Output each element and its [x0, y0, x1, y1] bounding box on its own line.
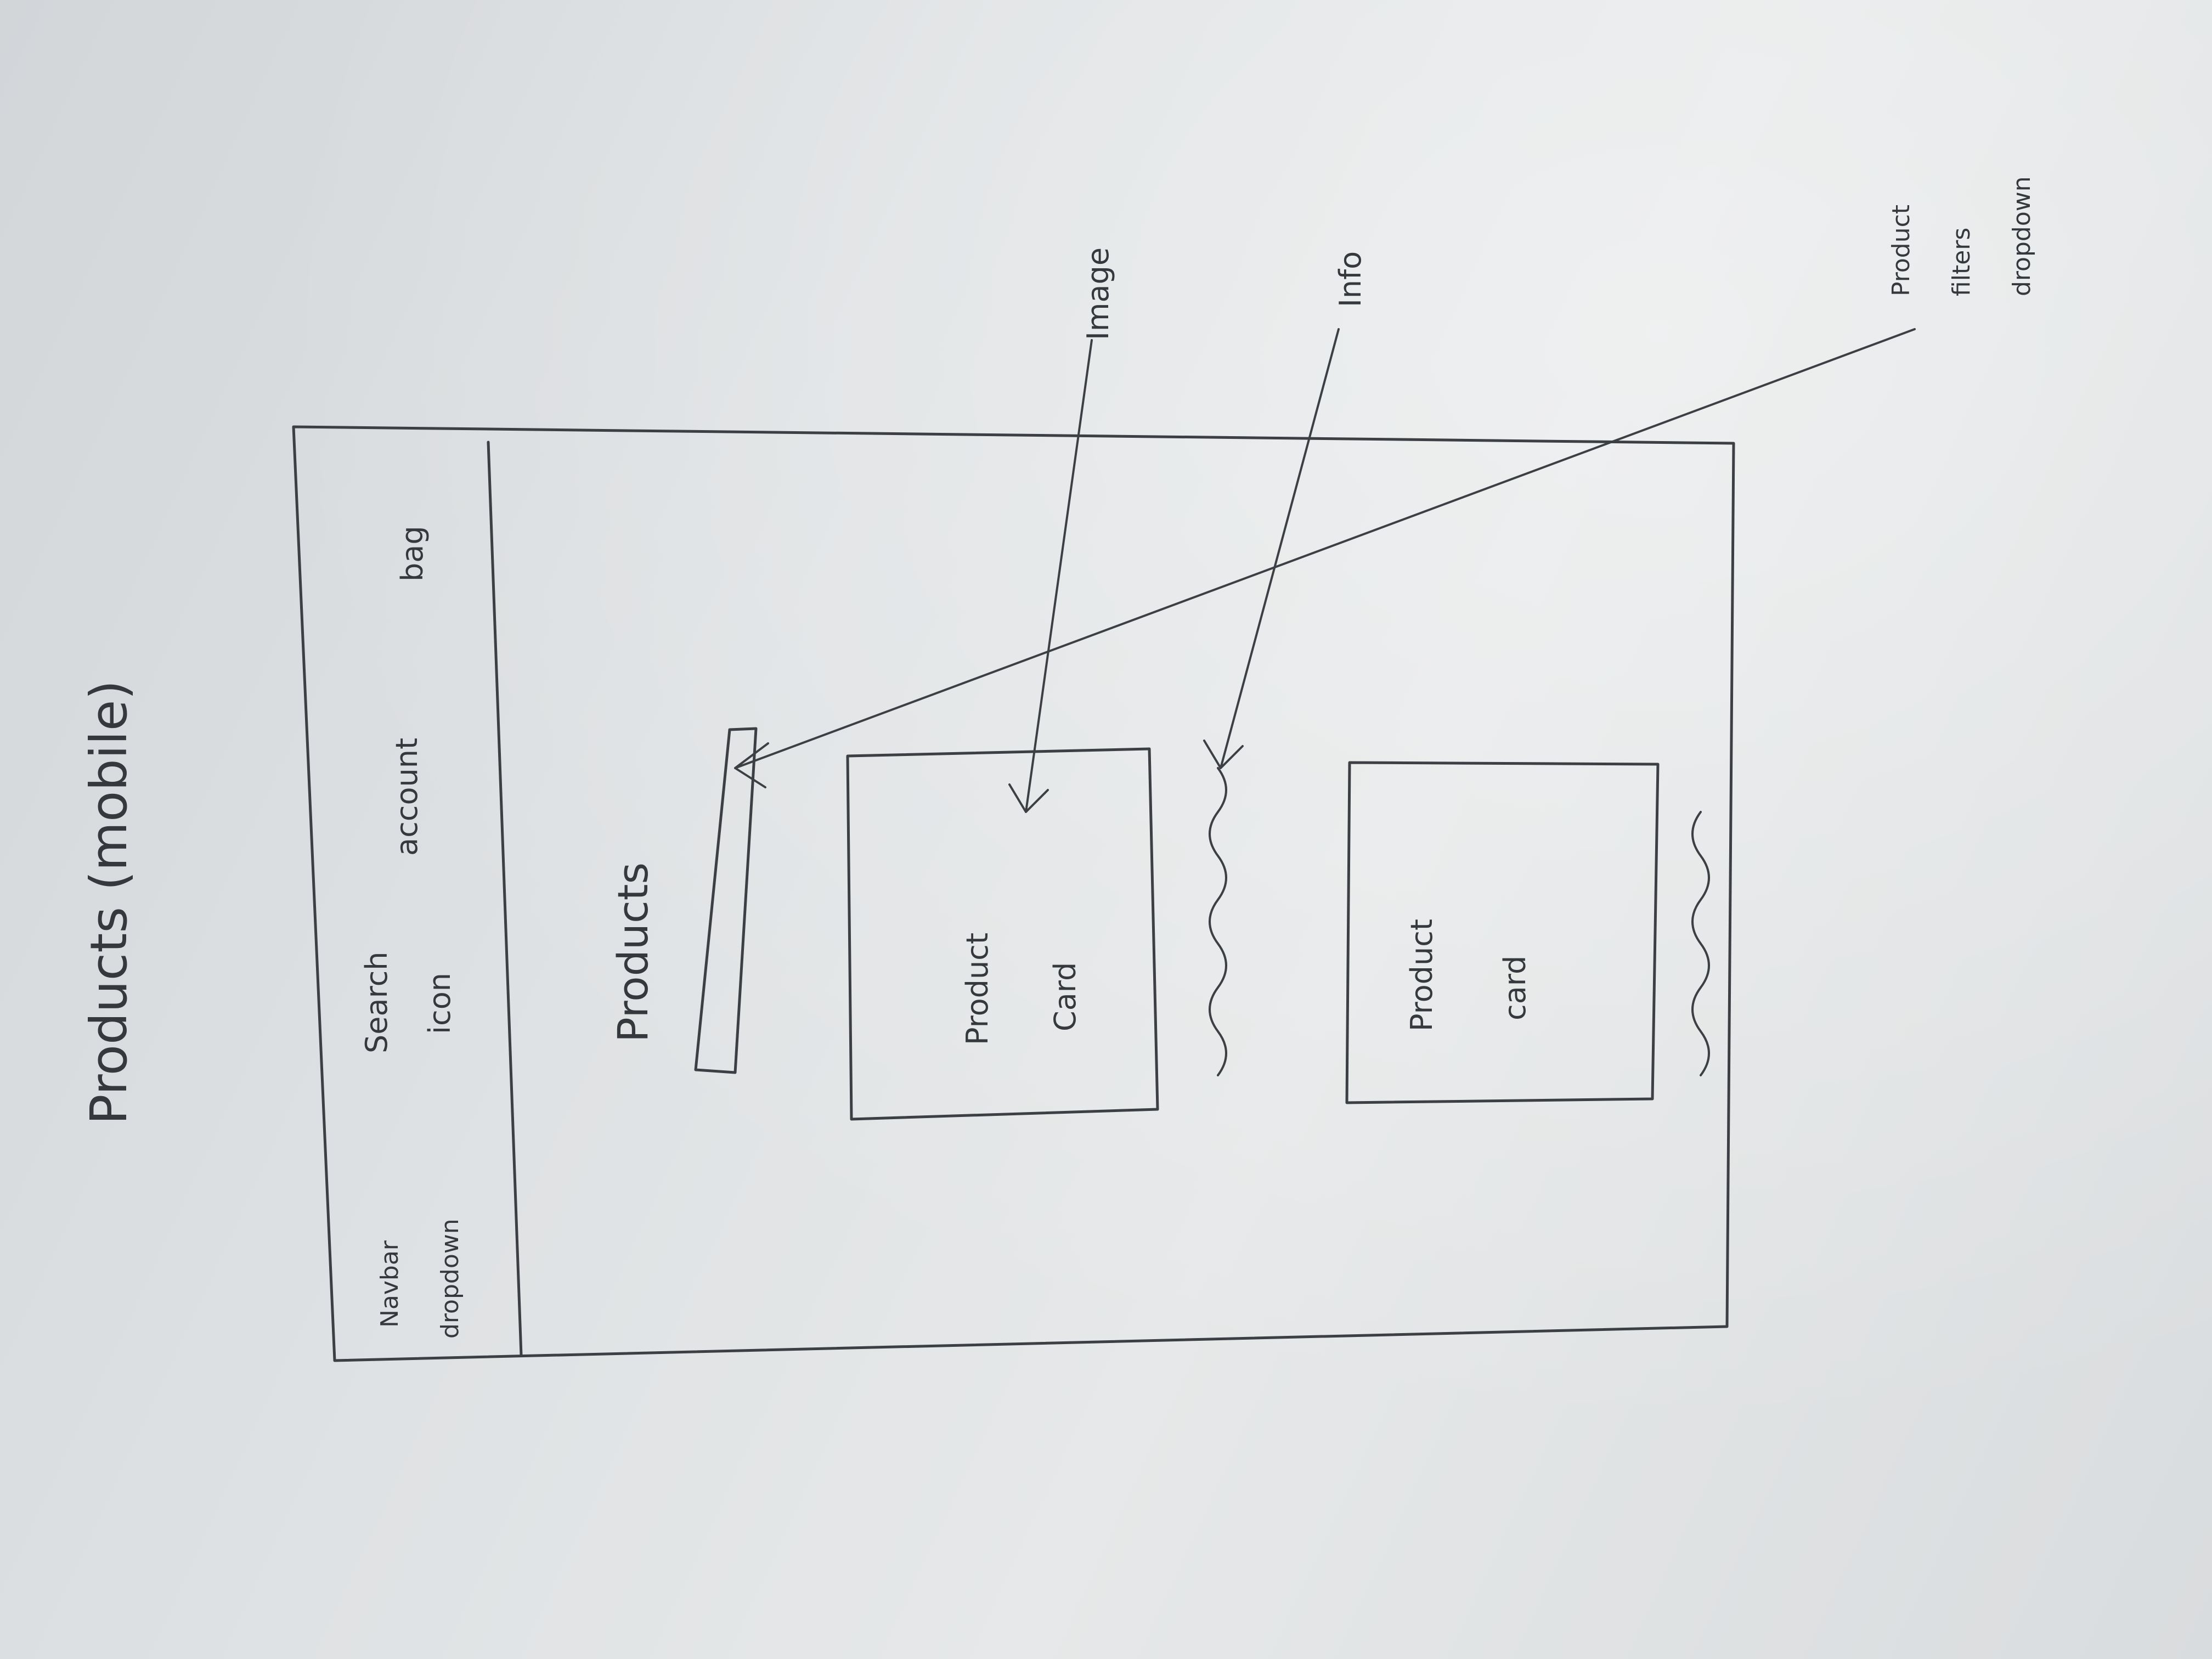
filters-annotation-line-2: filters — [1948, 228, 1976, 296]
filters-annotation-line-1: Product — [1887, 205, 1915, 296]
image-annotation: Image — [1081, 247, 1115, 340]
filters-dropdown — [694, 727, 758, 1074]
product-card-1-label: Product — [960, 933, 995, 1045]
product-card-2-label: Product — [1404, 919, 1439, 1031]
search-icon-label: Search — [359, 951, 394, 1053]
products-heading: Products — [608, 862, 657, 1042]
search-icon-label-2: icon — [422, 973, 457, 1034]
bag-label: bag — [395, 526, 430, 582]
product-card-2-label-2: card — [1498, 956, 1532, 1020]
filters-annotation-line-3: dropdown — [2008, 176, 2036, 296]
info-squiggle-2 — [1691, 811, 1710, 1076]
info-annotation: Info — [1333, 251, 1368, 307]
account-label: account — [390, 738, 424, 856]
info-squiggle-1 — [1209, 767, 1227, 1076]
filters-arrow — [734, 328, 1916, 788]
navbar-dropdown-label-2: dropdown — [436, 1218, 464, 1339]
navbar-dropdown-label: Navbar — [376, 1240, 404, 1328]
product-card-1 — [846, 747, 1159, 1121]
product-card-2 — [1345, 761, 1660, 1104]
phone-frame — [292, 425, 1735, 1362]
product-card-1-label-2: Card — [1048, 962, 1082, 1031]
image-arrow — [1008, 339, 1093, 813]
header-divider — [487, 441, 523, 1357]
info-arrow — [1203, 328, 1340, 769]
sketch-title: Products (mobile) — [80, 680, 138, 1125]
